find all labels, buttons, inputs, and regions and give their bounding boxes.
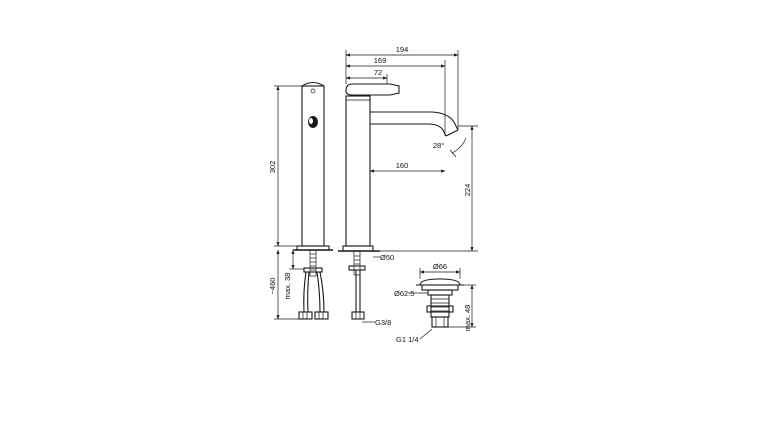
waste-top-diameter-label: Ø66 (433, 262, 447, 271)
waste-thread-label: G1 1/4 (396, 335, 419, 344)
front-handle-lever (345, 83, 400, 96)
waste-fitting-view: Ø66 Ø62.5 max. 48 G1 1/4 (394, 262, 476, 344)
waste-max-height-label: max. 48 (463, 305, 472, 332)
front-hose-fitting (351, 311, 365, 320)
body-height-label: 302 (268, 161, 277, 174)
front-mounting-nut (348, 265, 366, 271)
side-view: 302 ~460 max. 38 (268, 81, 333, 320)
front-body-outline (345, 95, 371, 247)
base-diameter-label: Ø50 (380, 253, 394, 262)
front-view: 194 169 72 160 28° 224 Ø50 G3/8 (338, 45, 478, 327)
waste-flange (421, 284, 459, 291)
spout-height-label: 224 (463, 184, 472, 197)
width-handle-label: 72 (374, 68, 382, 77)
side-hose-fitting-right (314, 311, 329, 320)
install-depth-label: ~460 (268, 278, 277, 295)
front-spout-top (370, 111, 459, 131)
spout-reach-label: 160 (396, 161, 409, 170)
side-body-outline (301, 85, 325, 247)
front-hose (355, 270, 361, 312)
side-body-cap (301, 81, 325, 87)
inlet-thread-label: G3/8 (375, 318, 391, 327)
front-spout-bottom (370, 123, 447, 137)
width-total-label: 194 (396, 45, 409, 54)
waste-body-diameter-label: Ø62.5 (394, 289, 414, 298)
width-mid-label: 169 (374, 56, 387, 65)
waste-cap (419, 278, 461, 286)
waste-nut (426, 305, 454, 313)
front-spout-outlet (445, 129, 459, 137)
side-hose-right (316, 271, 321, 313)
side-hose-left (303, 271, 307, 313)
side-threaded-rod (309, 249, 317, 277)
waste-tail (431, 316, 449, 328)
side-hose-fitting-left (298, 311, 313, 320)
spout-angle-arc (451, 137, 467, 154)
side-handle-pin (310, 88, 316, 94)
front-threaded-rod (353, 250, 361, 276)
side-mounting-nut (303, 267, 323, 273)
spout-angle-label: 28° (433, 141, 444, 150)
max-thickness-label: max. 38 (283, 273, 292, 300)
